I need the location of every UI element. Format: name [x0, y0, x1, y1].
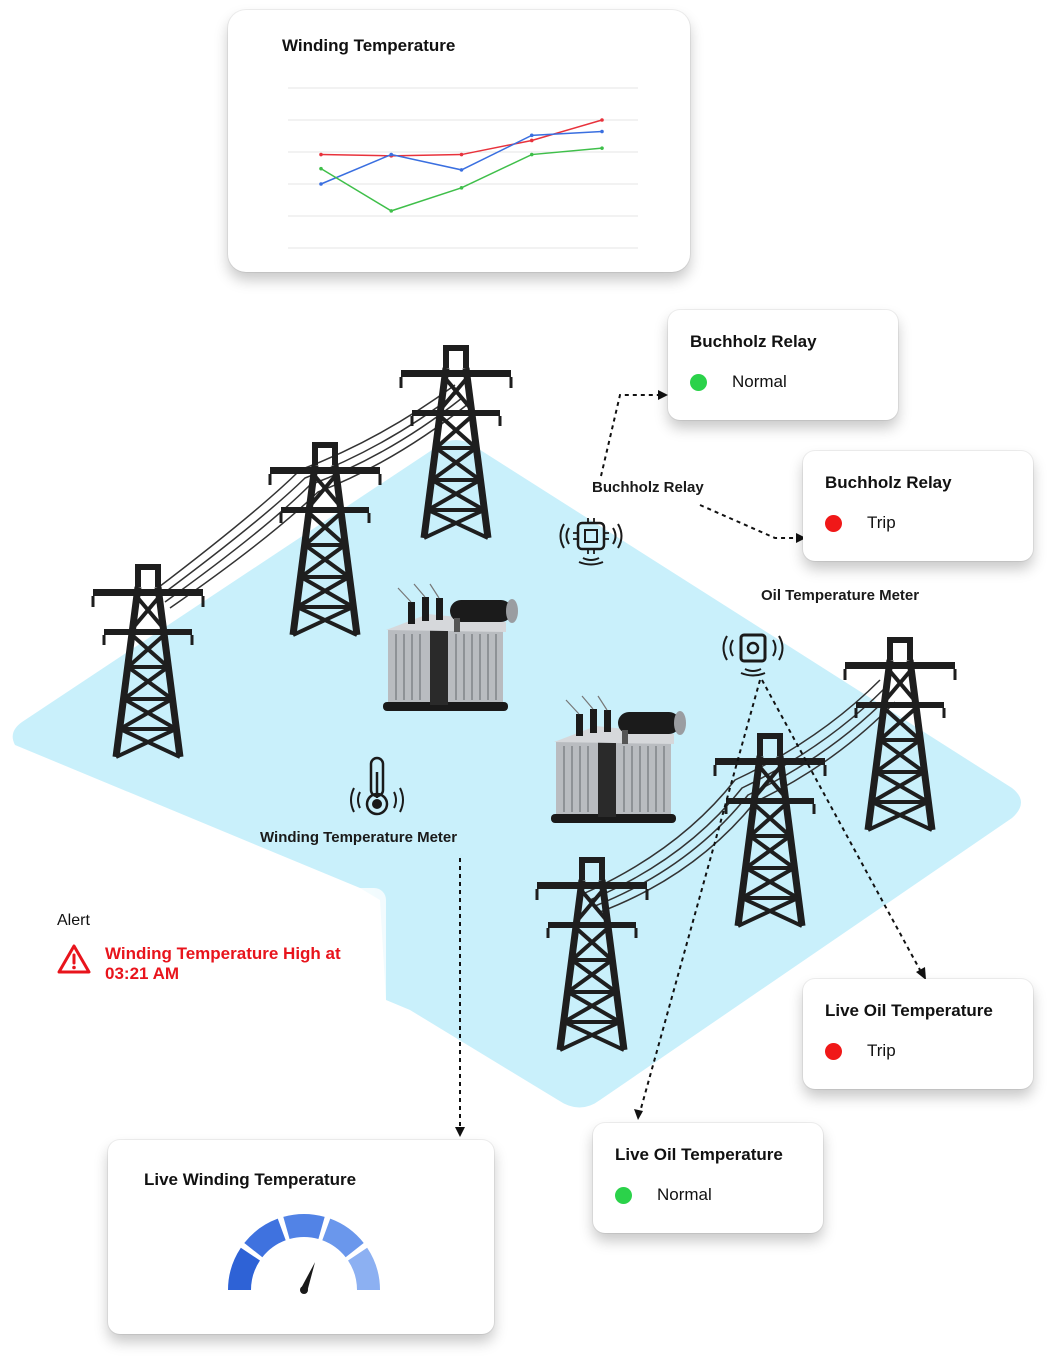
status-dot [615, 1186, 632, 1204]
status-dot [825, 514, 842, 532]
buchholz-relay-normal-card[interactable]: Buchholz Relay Normal [668, 310, 898, 420]
chip-sensor-icon [559, 518, 623, 566]
gauge-needle [300, 1262, 316, 1292]
series-2-point [389, 152, 394, 157]
gauge-segment [283, 1214, 325, 1240]
gauge-segment [228, 1247, 260, 1290]
live-winding-temperature-card[interactable]: Live Winding Temperature [108, 1140, 494, 1334]
series-1-point [319, 152, 323, 157]
live-oil-temperature-trip-card[interactable]: Live Oil Temperature Trip [803, 979, 1033, 1089]
card-title: Buchholz Relay [825, 473, 952, 492]
live-oil-temperature-normal-card[interactable]: Live Oil Temperature Normal [593, 1123, 823, 1233]
status-text: Normal [732, 372, 787, 391]
card-title: Live Winding Temperature [144, 1170, 357, 1189]
buchholz-relay-label: Buchholz Relay [592, 479, 704, 496]
series-line-2 [320, 130, 603, 185]
series-1-point [459, 152, 464, 157]
series-line-1 [320, 119, 603, 157]
series-3-point [600, 146, 604, 150]
status-text: Trip [867, 513, 896, 532]
series-3-point [459, 186, 464, 190]
alert-message: Winding Temperature High at 03:21 AM [105, 944, 341, 983]
chart-title: Winding Temperature [282, 36, 456, 55]
temperature-gauge [228, 1214, 380, 1294]
buchholz-relay-trip-card[interactable]: Buchholz Relay Trip [803, 451, 1033, 561]
thermometer-icon [350, 756, 404, 816]
gauge-segment [348, 1247, 380, 1290]
card-title: Live Oil Temperature [825, 1001, 993, 1020]
series-2-point [319, 182, 323, 186]
series-2-point [600, 129, 604, 134]
winding-temperature-chart-card: Winding Temperature [228, 10, 690, 272]
card-title: Live Oil Temperature [615, 1145, 783, 1164]
status-dot [690, 373, 707, 391]
status-text: Trip [867, 1041, 896, 1060]
series-3-point [389, 209, 394, 213]
oil-temperature-meter-label: Oil Temperature Meter [761, 587, 920, 604]
series-2-point [529, 133, 534, 138]
series-1-point [600, 118, 604, 122]
status-text: Normal [657, 1185, 712, 1204]
series-3-point [529, 152, 534, 157]
gauge-segment [244, 1218, 286, 1258]
oil-meter-icon [722, 633, 784, 677]
alert-heading: Alert [57, 912, 90, 929]
gauge-segment [322, 1218, 364, 1258]
winding-temperature-meter-label: Winding Temperature Meter [260, 829, 458, 846]
status-dot [825, 1042, 842, 1060]
series-line-3 [320, 147, 603, 212]
series-2-point [459, 168, 464, 172]
gauge-pivot [300, 1286, 308, 1294]
line-chart [288, 87, 638, 249]
warning-icon [57, 944, 91, 974]
alert-panel: Alert Winding Temperature High at 03:21 … [40, 888, 386, 1014]
card-title: Buchholz Relay [690, 332, 817, 351]
series-1-point [529, 138, 534, 143]
series-3-point [319, 166, 323, 171]
